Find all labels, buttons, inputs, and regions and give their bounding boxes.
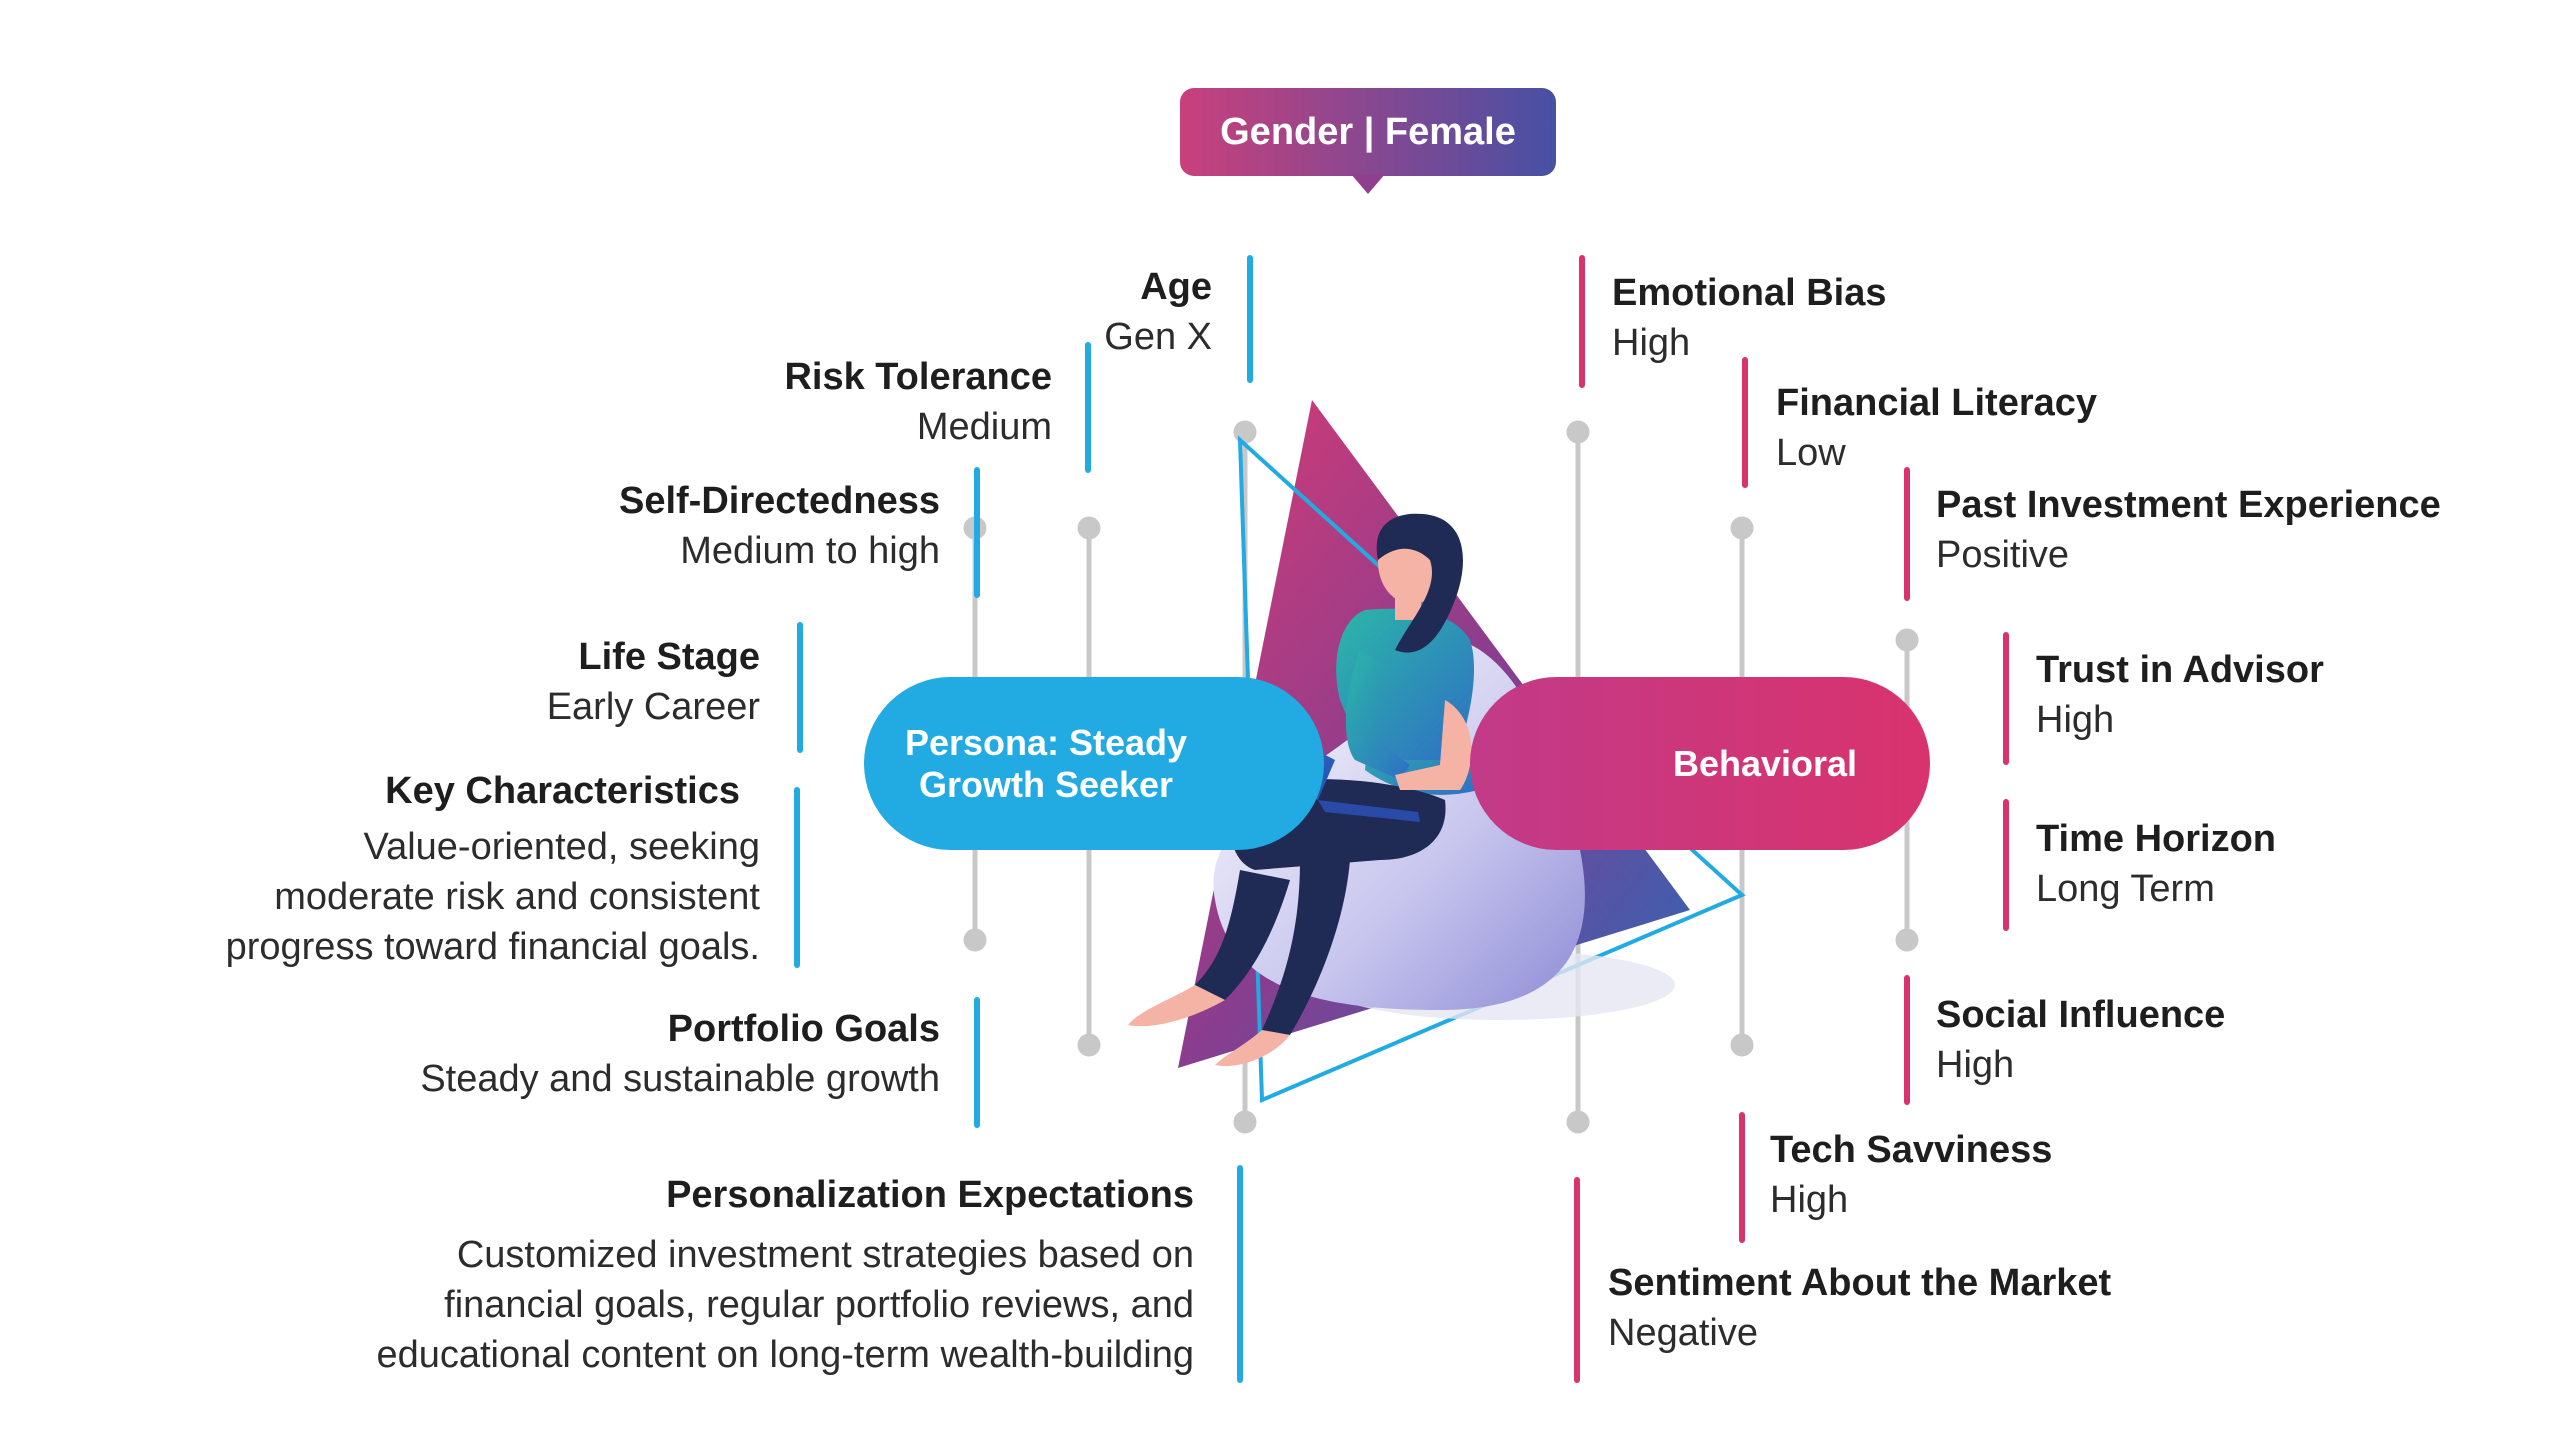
attr-time-horizon: Time Horizon Long Term bbox=[2036, 814, 2276, 914]
attr-value: Gen X bbox=[1104, 316, 1212, 358]
attr-life-stage: Life Stage Early Career bbox=[547, 632, 760, 732]
attr-title: Key Characteristics bbox=[385, 770, 740, 812]
attr-value: Negative bbox=[1608, 1312, 1758, 1354]
attr-value: High bbox=[2036, 699, 2115, 741]
attr-title: Social Influence bbox=[1936, 994, 2226, 1036]
attr-emotional-bias: Emotional Bias High bbox=[1612, 268, 1887, 368]
attr-title: Personalization Expectations bbox=[666, 1174, 1194, 1216]
behavioral-accent-bars bbox=[1574, 255, 2009, 1383]
attr-value: Steady and sustainable growth bbox=[420, 1058, 940, 1100]
attr-title: Past Investment Experience bbox=[1936, 484, 2441, 526]
attr-title: Self-Directedness bbox=[618, 480, 940, 522]
gender-tag-pointer bbox=[1351, 174, 1385, 194]
attr-social-influence: Social Influence High bbox=[1936, 990, 2225, 1090]
attr-value: Low bbox=[1776, 432, 1846, 474]
attr-title: Portfolio Goals bbox=[667, 1008, 940, 1050]
persona-accent-bars bbox=[794, 255, 1253, 1383]
attr-value: Medium to high bbox=[680, 530, 940, 572]
illustration-woman-laptop bbox=[1128, 513, 1675, 1066]
attr-sentiment-about-market: Sentiment About the Market Negative bbox=[1608, 1258, 2111, 1358]
attr-value: Long Term bbox=[2036, 868, 2215, 910]
attr-self-directedness: Self-Directedness Medium to high bbox=[619, 476, 940, 576]
gender-tag: Gender | Female bbox=[1180, 88, 1556, 194]
attr-financial-literacy: Financial Literacy Low bbox=[1776, 378, 2097, 478]
attr-title: Life Stage bbox=[578, 636, 760, 678]
attr-title: Time Horizon bbox=[2036, 818, 2276, 860]
behavioral-pill-label: Behavioral bbox=[1672, 742, 1858, 784]
behavioral-pill: Behavioral bbox=[1470, 677, 1930, 850]
attr-value: Early Career bbox=[546, 686, 760, 728]
attr-title: Trust in Advisor bbox=[2036, 649, 2324, 691]
attr-title: Sentiment About the Market bbox=[1608, 1262, 2112, 1304]
attr-tech-savviness: Tech Savviness High bbox=[1770, 1125, 2052, 1225]
attr-value: High bbox=[1770, 1179, 1849, 1221]
persona-pill-label: Persona: Steady Growth Seeker bbox=[904, 721, 1188, 805]
attr-trust-in-advisor: Trust in Advisor High bbox=[2036, 645, 2324, 745]
persona-pill: Persona: Steady Growth Seeker bbox=[864, 677, 1324, 850]
attr-portfolio-goals: Portfolio Goals Steady and sustainable g… bbox=[420, 1004, 940, 1104]
attr-risk-tolerance: Risk Tolerance Medium bbox=[784, 352, 1052, 452]
attr-title: Tech Savviness bbox=[1770, 1129, 2053, 1171]
attr-title: Emotional Bias bbox=[1612, 272, 1887, 314]
attr-title: Financial Literacy bbox=[1776, 382, 2098, 424]
attr-title: Age bbox=[1140, 266, 1212, 308]
attr-value: Value-oriented, seeking moderate risk an… bbox=[225, 826, 760, 968]
attr-key-characteristics: Key Characteristics Value-oriented, seek… bbox=[70, 766, 760, 972]
attr-personalization-expectations: Personalization Expectations Customized … bbox=[214, 1170, 1194, 1380]
attr-value: High bbox=[1936, 1044, 2015, 1086]
attr-title: Risk Tolerance bbox=[784, 356, 1052, 398]
gender-tag-label: Gender | Female bbox=[1220, 110, 1516, 153]
attr-age: Age Gen X bbox=[1104, 262, 1212, 362]
attr-value: Positive bbox=[1936, 534, 2070, 576]
attr-value: Customized investment strategies based o… bbox=[376, 1234, 1194, 1376]
attr-value: Medium bbox=[916, 406, 1052, 448]
attr-value: High bbox=[1612, 322, 1691, 364]
attr-past-investment-experience: Past Investment Experience Positive bbox=[1936, 480, 2441, 580]
